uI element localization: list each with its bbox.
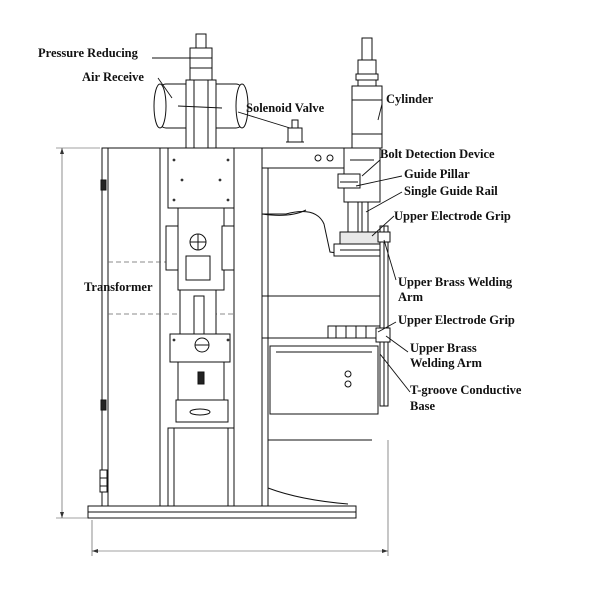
- label-cylinder: Cylinder: [386, 92, 434, 106]
- label-upper-brass-welding-arm-bottom-line2: Welding Arm: [410, 356, 482, 370]
- air-receiver-tank: [153, 79, 249, 149]
- label-t-groove-conductive-base-line1: T-groove Conductive: [410, 383, 522, 397]
- leader-lines: [152, 57, 411, 393]
- label-single-guide-rail: Single Guide Rail: [404, 184, 498, 198]
- solenoid-valve: [286, 119, 304, 143]
- bolt-detection-device: [337, 147, 381, 203]
- upper-head-frame: [261, 147, 345, 255]
- label-air-receiver: Air Receive: [82, 70, 144, 84]
- lower-electrode-grip: [327, 325, 391, 343]
- label-t-groove-conductive-base-line2: Base: [410, 399, 435, 413]
- label-upper-brass-welding-arm-top-line2: Arm: [398, 290, 424, 304]
- cylinder: [351, 37, 383, 149]
- guide-pillar-and-rail: [347, 201, 369, 233]
- height-dimension-line: [56, 147, 100, 519]
- ram-column: [165, 147, 235, 507]
- upper-electrode-grip: [333, 231, 385, 257]
- label-upper-brass-welding-arm-top-line1: Upper Brass Welding: [398, 275, 513, 289]
- label-upper-electrode-grip-top: Upper Electrode Grip: [394, 209, 511, 223]
- width-dimension-line: [91, 440, 389, 556]
- label-transformer: Transformer: [84, 280, 153, 294]
- label-pressure-reducing: Pressure Reducing: [38, 46, 139, 60]
- label-bolt-detection-device: Bolt Detection Device: [380, 147, 495, 161]
- t-groove-conductive-base: [269, 345, 379, 415]
- label-solenoid-valve: Solenoid Valve: [246, 101, 325, 115]
- upper-brass-welding-arm: [377, 225, 391, 407]
- base-plate: [87, 505, 357, 519]
- label-guide-pillar: Guide Pillar: [404, 167, 470, 181]
- label-upper-electrode-grip-bottom: Upper Electrode Grip: [398, 313, 515, 327]
- pressure-reducing-valve: [189, 33, 213, 81]
- support-gusset: [267, 414, 372, 505]
- label-upper-brass-welding-arm-bottom-line1: Upper Brass: [410, 341, 477, 355]
